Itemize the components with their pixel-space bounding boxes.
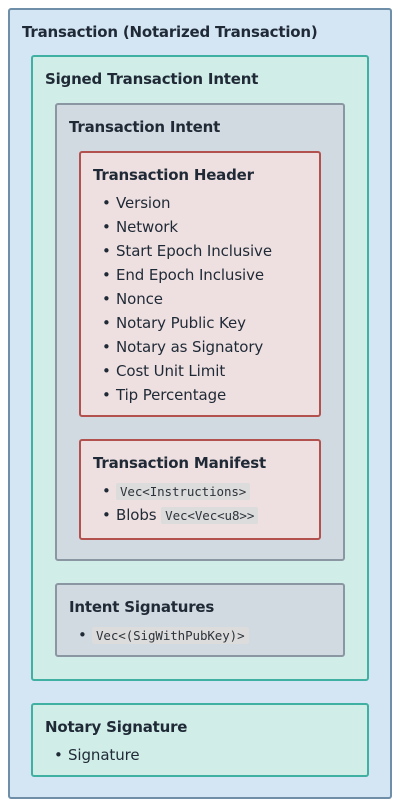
header-item: • Cost Unit Limit: [102, 359, 272, 383]
header-item: • Nonce: [102, 287, 272, 311]
transaction-header-title: Transaction Header: [93, 166, 254, 184]
bullet-icon: •: [102, 386, 111, 404]
bullet-icon: •: [102, 506, 111, 524]
header-item-label: Tip Percentage: [116, 386, 227, 404]
bullet-icon: •: [102, 362, 111, 380]
header-item-label: Network: [116, 218, 178, 236]
bullet-icon: •: [102, 194, 111, 212]
header-item-label: Notary Public Key: [116, 314, 246, 332]
header-item: • Tip Percentage: [102, 383, 272, 407]
bullet-icon: •: [78, 626, 87, 644]
signed-transaction-intent-title: Signed Transaction Intent: [45, 70, 259, 88]
header-item-label: Notary as Signatory: [116, 338, 264, 356]
intent-signatures-code: Vec<(SigWithPubKey)>: [92, 627, 249, 644]
transaction-manifest-title: Transaction Manifest: [93, 454, 266, 472]
header-item-label: Start Epoch Inclusive: [116, 242, 272, 260]
notary-signature-item: • Signature: [54, 743, 140, 767]
notary-signature-label: Signature: [68, 746, 140, 764]
instructions-code: Vec<Instructions>: [116, 483, 251, 500]
intent-signatures-box: Intent Signatures • Vec<(SigWithPubKey)>: [55, 583, 345, 657]
notarized-transaction-title: Transaction (Notarized Transaction): [22, 23, 318, 41]
notary-signature-list: • Signature: [54, 743, 140, 767]
header-item: • Start Epoch Inclusive: [102, 239, 272, 263]
header-item-label: Version: [116, 194, 171, 212]
header-item-label: Nonce: [116, 290, 163, 308]
intent-signatures-item: • Vec<(SigWithPubKey)>: [78, 623, 249, 647]
intent-signatures-title: Intent Signatures: [69, 598, 215, 616]
transaction-intent-title: Transaction Intent: [69, 118, 221, 136]
transaction-header-box: Transaction Header • Version • Network • St…: [79, 151, 321, 417]
bullet-icon: •: [102, 218, 111, 236]
bullet-icon: •: [102, 266, 111, 284]
notary-signature-box: Notary Signature • Signature: [31, 703, 369, 777]
bullet-icon: •: [102, 482, 111, 500]
transaction-header-list: • Version • Network • Start Epoch Inclusive…: [102, 191, 272, 407]
transaction-manifest-list: • Vec<Instructions> • Blobs Vec<Vec<u8>>: [102, 479, 259, 527]
transaction-manifest-box: Transaction Manifest • Vec<Instructions> …: [79, 439, 321, 540]
header-item-label: End Epoch Inclusive: [116, 266, 265, 284]
bullet-icon: •: [102, 314, 111, 332]
header-item: • Version: [102, 191, 272, 215]
header-item-label: Cost Unit Limit: [116, 362, 226, 380]
manifest-item-instructions: • Vec<Instructions>: [102, 479, 258, 503]
header-item: • Notary as Signatory: [102, 335, 272, 359]
blobs-label: Blobs: [116, 506, 157, 524]
notary-signature-title: Notary Signature: [45, 718, 188, 736]
bullet-icon: •: [102, 242, 111, 260]
bullet-icon: •: [54, 746, 63, 764]
intent-signatures-list: • Vec<(SigWithPubKey)>: [78, 623, 249, 647]
blobs-code: Vec<Vec<u8>>: [161, 507, 259, 524]
header-item: • Notary Public Key: [102, 311, 272, 335]
header-item: • Network: [102, 215, 272, 239]
manifest-item-blobs: • Blobs Vec<Vec<u8>>: [102, 503, 259, 527]
bullet-icon: •: [102, 338, 111, 356]
bullet-icon: •: [102, 290, 111, 308]
header-item: • End Epoch Inclusive: [102, 263, 272, 287]
